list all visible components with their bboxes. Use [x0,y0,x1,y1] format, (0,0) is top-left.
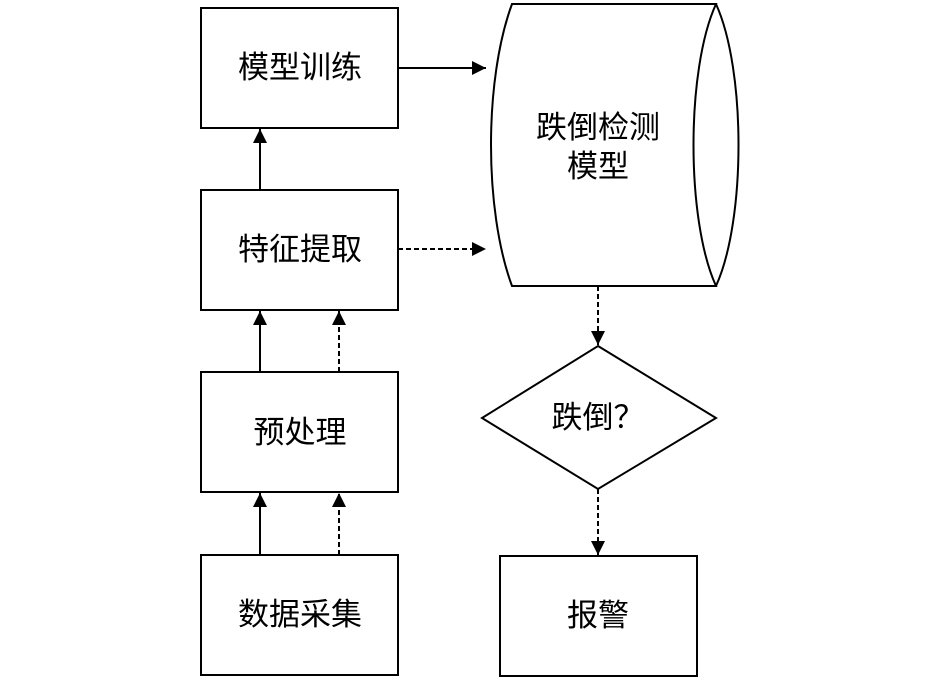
data-collection-node: 数据采集 [200,554,399,676]
data-collection-label: 数据采集 [238,597,362,633]
alarm-node: 报警 [499,555,698,677]
feature-extraction-node: 特征提取 [200,189,399,311]
fall-detection-model-node: 跌倒检测 模型 [490,3,740,287]
alarm-label: 报警 [567,598,629,634]
fall-decision-label: 跌倒？ [552,400,645,436]
fall-detection-model-label-line2: 模型 [567,149,629,185]
feature-extraction-label: 特征提取 [238,232,362,268]
fall-detection-model-label-line1: 跌倒检测 [536,110,660,146]
preprocessing-node: 预处理 [200,371,399,493]
fall-decision-node: 跌倒？ [480,344,718,491]
preprocessing-label: 预处理 [254,415,347,451]
model-training-label: 模型训练 [238,50,362,86]
model-training-node: 模型训练 [200,7,399,129]
